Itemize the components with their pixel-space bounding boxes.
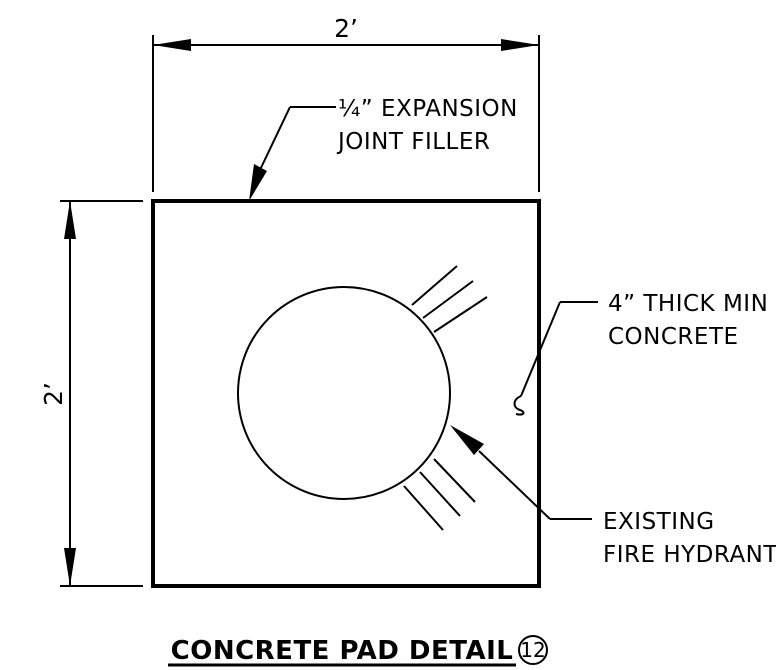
hydrant-leader	[478, 450, 592, 520]
hydrant-nozzle-lower	[403, 458, 476, 531]
hydrant-arrow	[450, 425, 484, 455]
detail-title: CONCRETE PAD DETAIL	[171, 636, 514, 666]
concrete-label-line1: 4” THICK MIN	[608, 291, 768, 317]
expansion-joint-label-line1: ¼” EXPANSION	[338, 96, 518, 122]
fire-hydrant-circle	[237, 286, 451, 500]
detail-number: 12	[520, 638, 545, 662]
left-dimension	[60, 200, 143, 587]
hydrant-label-line2: FIRE HYDRANT	[603, 542, 776, 568]
hydrant-nozzle-upper	[411, 265, 488, 333]
height-dimension-label: 2’	[39, 382, 68, 406]
detail-number-circle	[518, 635, 548, 665]
width-dimension-label: 2’	[334, 14, 358, 43]
top-dimension-arrow-left	[153, 39, 191, 51]
concrete-leader	[513, 301, 598, 416]
expansion-joint-label-line2: JOINT FILLER	[336, 129, 490, 155]
left-dimension-arrow-top	[64, 201, 76, 239]
top-dimension-arrow-right	[501, 39, 539, 51]
concrete-label-line2: CONCRETE	[608, 324, 739, 350]
expansion-joint-leader	[258, 106, 336, 173]
left-dimension-arrow-bottom	[64, 548, 76, 586]
top-dimension	[152, 35, 540, 192]
expansion-joint-arrow	[249, 164, 267, 201]
hydrant-label-line1: EXISTING	[603, 509, 715, 535]
concrete-pad-outline	[151, 199, 541, 588]
